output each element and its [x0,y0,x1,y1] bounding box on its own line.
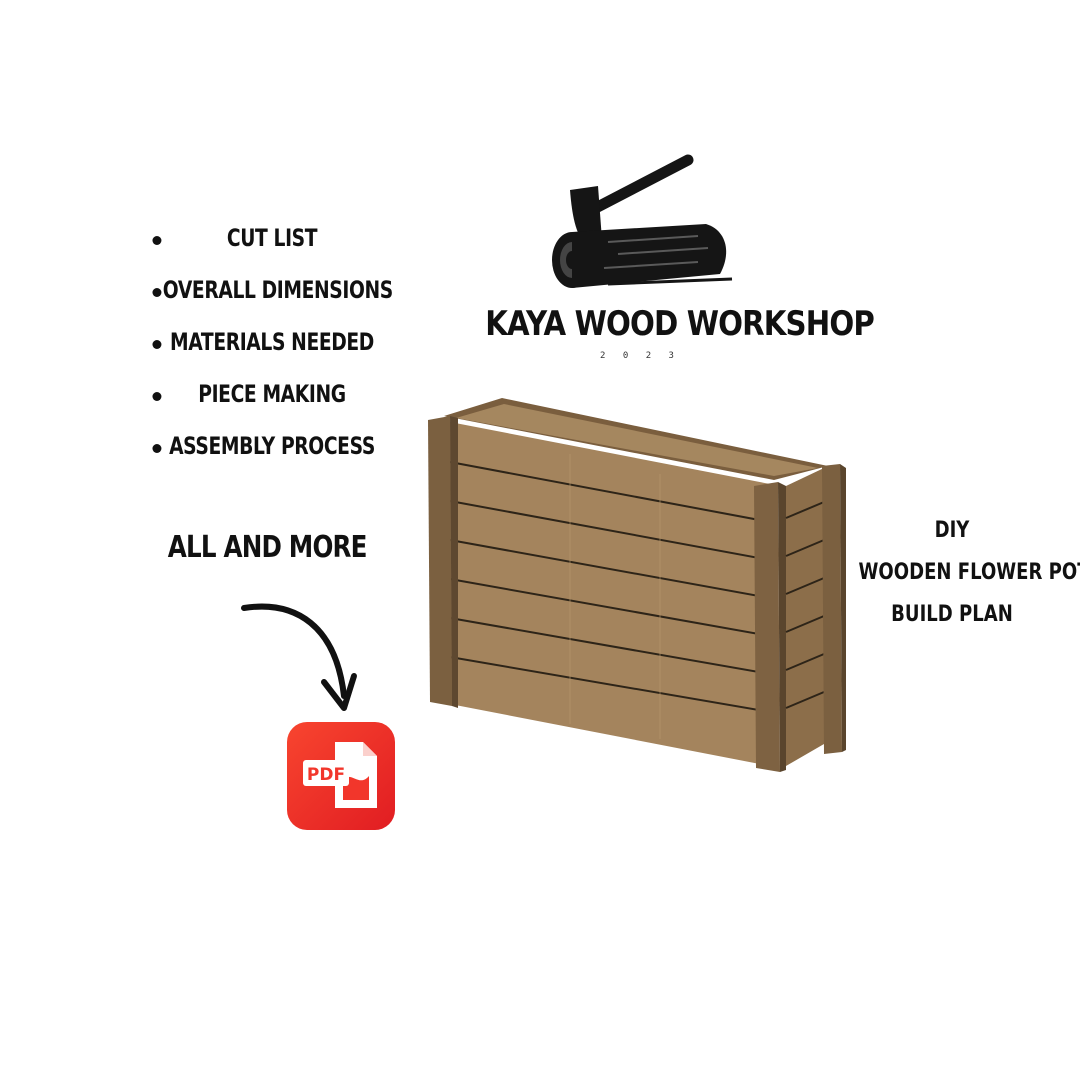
curved-arrow-icon [241,603,357,711]
bullet-icon [152,236,162,245]
feature-label: OVERALL DIMENSIONS [162,276,393,304]
feature-label: MATERIALS NEEDED [170,328,374,356]
feature-list: CUT LIST OVERALL DIMENSIONS MATERIALS NE… [112,214,412,474]
all-and-more-text: ALL AND MORE [167,530,368,565]
bullet-icon [152,340,162,349]
brand-name: KAYA WOOD WORKSHOP [485,304,875,344]
wooden-planter-illustration [428,398,846,772]
product-title-line: WOODEN FLOWER POT [858,560,1080,585]
feature-item: ASSEMBLY PROCESS [147,422,381,474]
feature-label: PIECE MAKING [198,380,346,408]
axe-in-log-icon [552,154,733,288]
pdf-file-icon[interactable]: PDF [287,722,395,834]
pdf-icon-label: PDF [307,765,345,785]
feature-label: CUT LIST [226,224,318,252]
feature-item: MATERIALS NEEDED [147,318,381,370]
feature-item: CUT LIST [147,214,381,266]
feature-item: OVERALL DIMENSIONS [147,266,393,318]
product-title-line: BUILD PLAN [891,602,1013,627]
product-title-line: DIY [934,518,970,543]
feature-label: ASSEMBLY PROCESS [169,432,375,460]
feature-item: PIECE MAKING [147,370,381,422]
bullet-icon [152,288,162,297]
bullet-icon [152,392,162,401]
brand-year: 2 0 2 3 [600,351,680,361]
product-title: DIY WOODEN FLOWER POT BUILD PLAN [838,510,1080,636]
bullet-icon [152,444,162,453]
